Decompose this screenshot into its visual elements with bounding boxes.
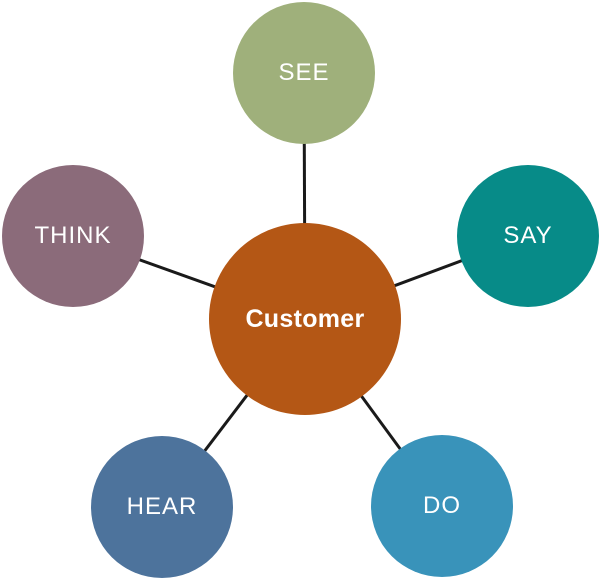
node-label-hear: HEAR [126, 493, 198, 520]
node-say: SAY [457, 165, 599, 307]
node-label-see: SEE [278, 59, 330, 86]
node-label-say: SAY [503, 222, 553, 249]
node-do: DO [371, 435, 513, 577]
node-hear: HEAR [91, 436, 233, 578]
node-customer: Customer [209, 223, 401, 415]
node-see: SEE [233, 2, 375, 144]
node-label-think: THINK [34, 222, 112, 249]
node-think: THINK [2, 165, 144, 307]
node-label-do: DO [423, 492, 461, 519]
node-label-customer: Customer [245, 304, 365, 333]
